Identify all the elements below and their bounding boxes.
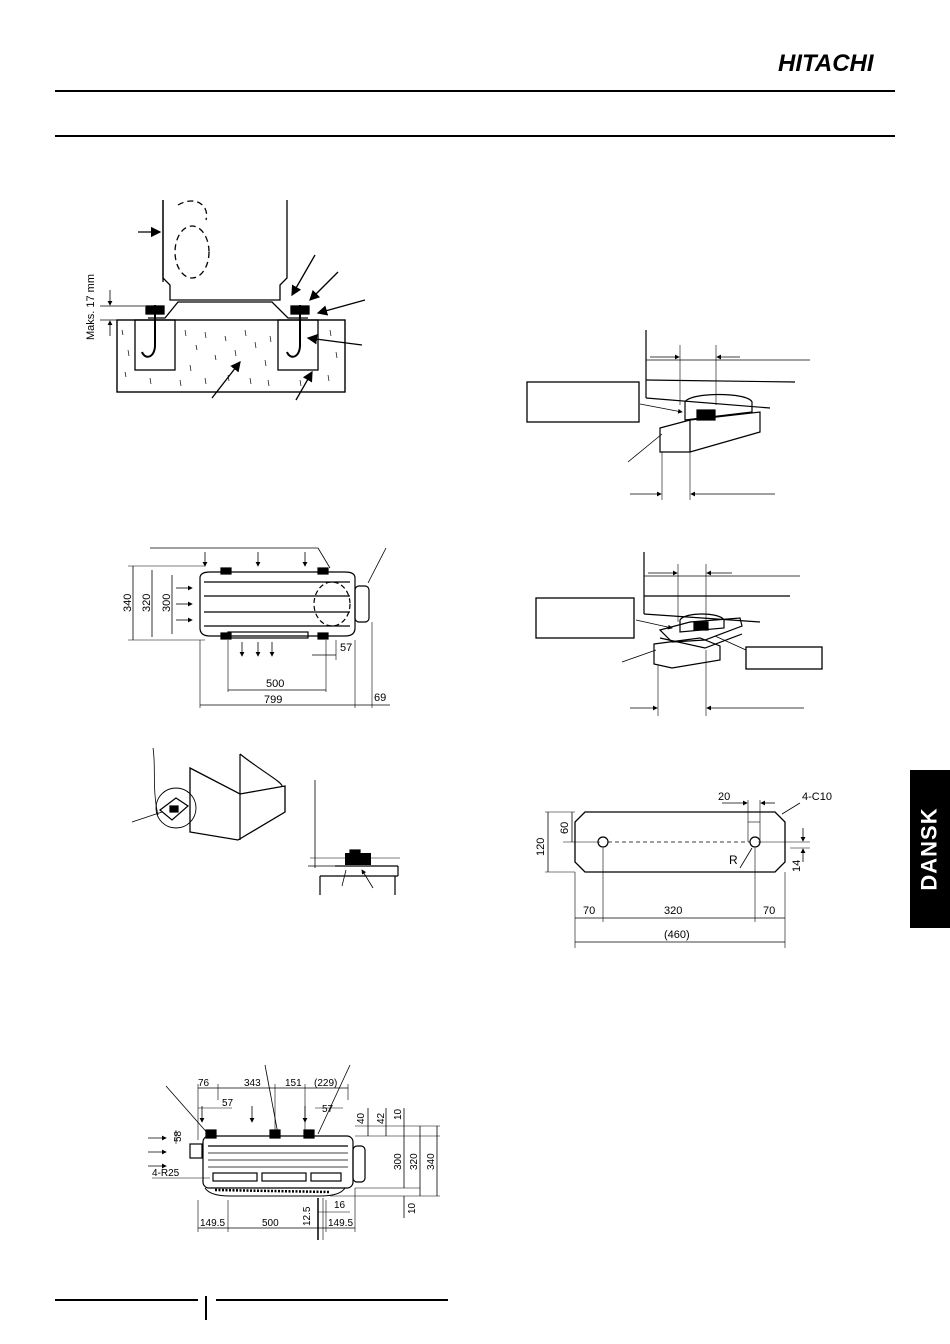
- bottom-dim-300: 300: [393, 1153, 404, 1170]
- pad-dim-14: 14: [791, 860, 803, 872]
- bottom-dim-42: 42: [376, 1112, 387, 1124]
- dim-799: 799: [264, 694, 282, 706]
- dim-320: 320: [141, 594, 153, 612]
- bottom-dim-149-5-right: 149.5: [328, 1218, 353, 1229]
- bottom-dim-229: (229): [314, 1078, 337, 1089]
- pad-radius-label: R: [729, 853, 738, 867]
- pad-dim-4c10: 4-C10: [802, 791, 832, 803]
- unit-bottom-dimensions: [148, 1065, 440, 1240]
- bottom-dim-151: 151: [285, 1078, 302, 1089]
- corner-fixing-detail: [132, 748, 400, 895]
- bottom-dim-500: 500: [262, 1218, 279, 1229]
- bottom-dim-58: 58: [173, 1130, 184, 1142]
- anchor-bolt-figure: [100, 200, 365, 400]
- footer-rule-right: [216, 1299, 448, 1301]
- pad-dim-70-right: 70: [763, 905, 775, 917]
- pad-dim-60: 60: [559, 822, 571, 834]
- dim-300: 300: [161, 594, 173, 612]
- dim-340: 340: [122, 594, 134, 612]
- bottom-dim-320: 320: [409, 1153, 420, 1170]
- bottom-dim-76: 76: [198, 1078, 210, 1089]
- rubber-pad-plan: [545, 800, 810, 948]
- dim-500: 500: [266, 678, 284, 690]
- bottom-dim-10-top: 10: [393, 1108, 404, 1120]
- pad-dim-320: 320: [664, 905, 682, 917]
- pad-dim-70-left: 70: [583, 905, 595, 917]
- footer-divider: [205, 1296, 207, 1320]
- bottom-dim-340: 340: [426, 1153, 437, 1170]
- bottom-dim-149-5-left: 149.5: [200, 1218, 225, 1229]
- pad-dim-460: (460): [664, 929, 690, 941]
- bottom-dim-10-bottom: 10: [407, 1202, 418, 1214]
- bottom-dim-40: 40: [356, 1112, 367, 1124]
- pad-dim-20: 20: [718, 791, 730, 803]
- pad-dim-120: 120: [535, 838, 547, 856]
- rubber-mount-figure-2: [536, 552, 822, 716]
- dim-69: 69: [374, 692, 386, 704]
- bottom-dim-57-left: 57: [222, 1098, 234, 1109]
- bottom-dim-57-right: 57: [322, 1104, 334, 1115]
- footer-rule-left: [55, 1299, 198, 1301]
- max-height-label: Maks. 17 mm: [85, 274, 97, 340]
- bottom-dim-343: 343: [244, 1078, 261, 1089]
- bottom-dim-4r25: 4-R25: [152, 1168, 180, 1179]
- bottom-dim-12-5: 12.5: [302, 1206, 313, 1226]
- rubber-mount-figure-1: [527, 330, 810, 500]
- dim-57: 57: [340, 642, 352, 654]
- bottom-dim-16: 16: [334, 1200, 346, 1211]
- outdoor-unit-top-view: [128, 548, 390, 708]
